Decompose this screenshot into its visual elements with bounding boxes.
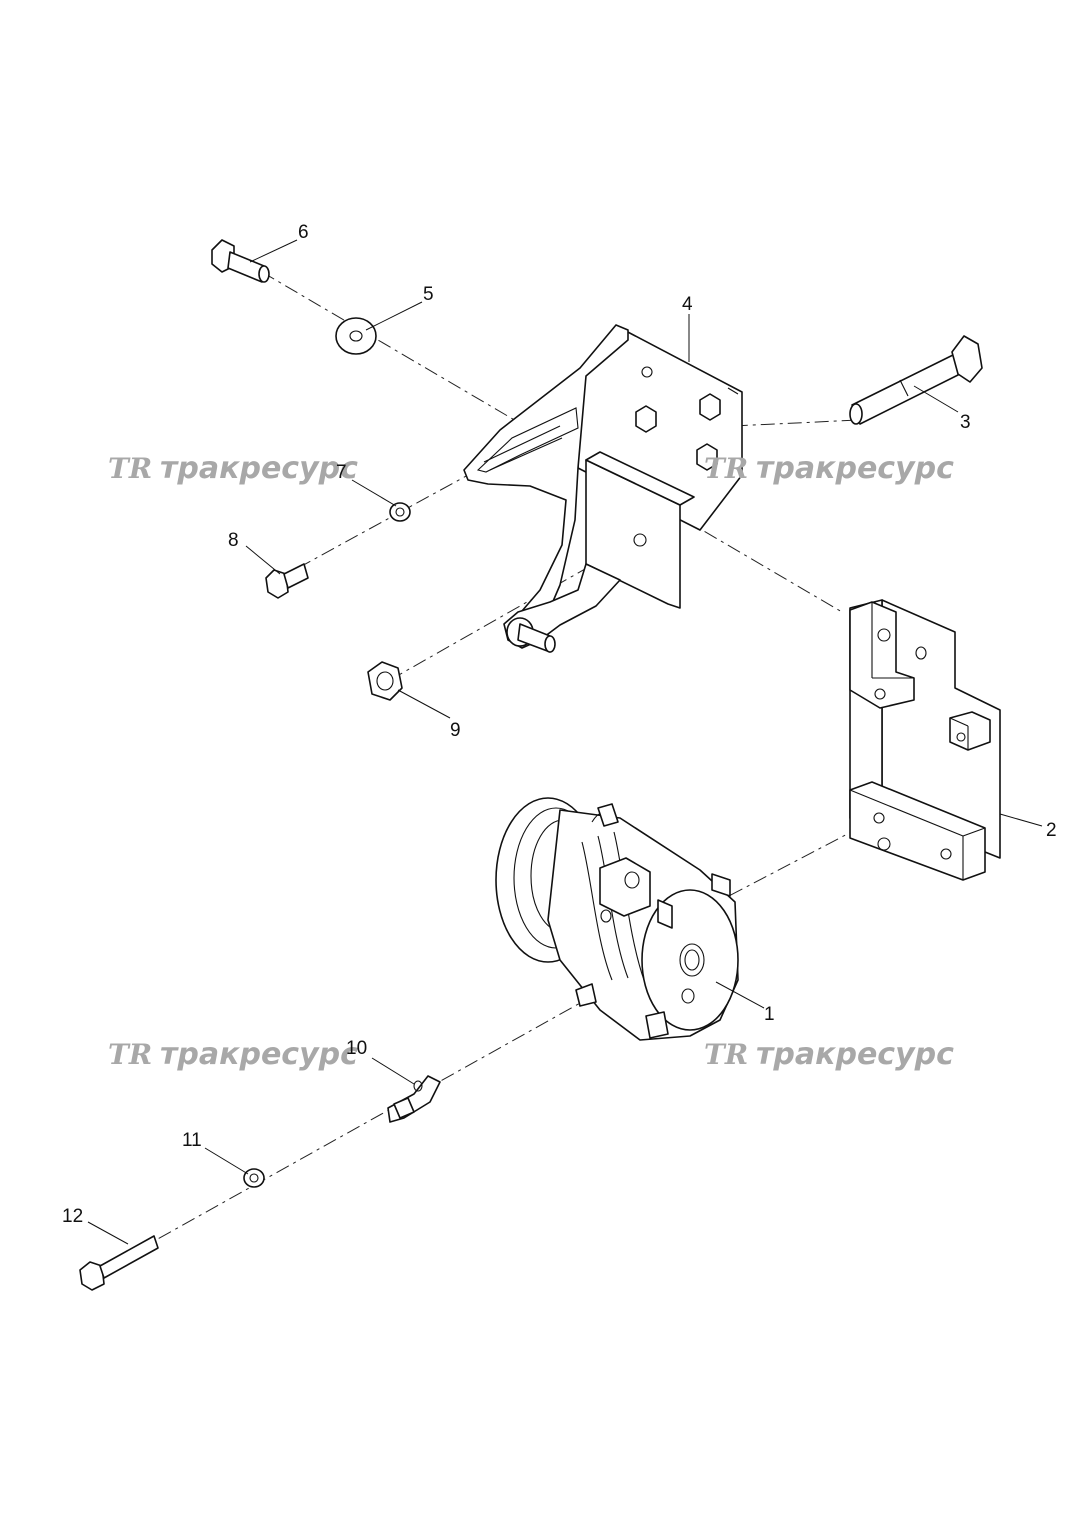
leader-lines xyxy=(87,239,1043,1245)
watermark-bottom-left: TR тракресурс xyxy=(108,1037,358,1072)
watermark-top-right: TR тракресурс xyxy=(704,451,954,486)
callout-6: 6 xyxy=(298,222,309,243)
watermark-text: тракресурс xyxy=(160,451,358,486)
callout-3: 3 xyxy=(960,412,971,433)
watermark-top-left: TR тракресурс xyxy=(108,451,358,486)
callout-11: 11 xyxy=(182,1130,202,1151)
callout-2: 2 xyxy=(1046,820,1057,841)
watermark-text: тракресурс xyxy=(756,451,954,486)
assembly-axes xyxy=(87,271,879,1279)
bolt-6 xyxy=(211,239,270,283)
bolt-12 xyxy=(79,1235,159,1291)
watermark-bottom-right: TR тракресурс xyxy=(704,1037,954,1072)
nut-9 xyxy=(367,661,403,701)
compressor xyxy=(495,797,739,1041)
callout-12: 12 xyxy=(62,1206,83,1227)
bolt-long xyxy=(849,335,983,425)
callout-7: 7 xyxy=(336,462,347,483)
callout-5: 5 xyxy=(423,284,434,305)
callout-9: 9 xyxy=(450,720,461,741)
clip-10 xyxy=(387,1075,441,1123)
mounting-plate xyxy=(849,599,1001,881)
callout-4: 4 xyxy=(682,294,693,315)
watermark-logo: TR xyxy=(108,452,152,485)
watermark-logo: TR xyxy=(108,1038,152,1071)
callout-10: 10 xyxy=(346,1038,367,1059)
watermark-text: тракресурс xyxy=(756,1037,954,1072)
bolt-8 xyxy=(265,563,309,599)
callout-1: 1 xyxy=(764,1004,775,1025)
callout-8: 8 xyxy=(228,530,239,551)
callout-labels: 1 2 3 4 5 6 7 8 9 10 11 12 xyxy=(62,222,1057,1227)
watermark-logo: TR xyxy=(704,1038,748,1071)
bracket xyxy=(463,324,743,653)
watermark-logo: TR xyxy=(704,452,748,485)
watermark-text: тракресурс xyxy=(160,1037,358,1072)
washer-5 xyxy=(335,317,377,355)
washer-7 xyxy=(389,502,411,522)
washer-11 xyxy=(243,1168,265,1188)
